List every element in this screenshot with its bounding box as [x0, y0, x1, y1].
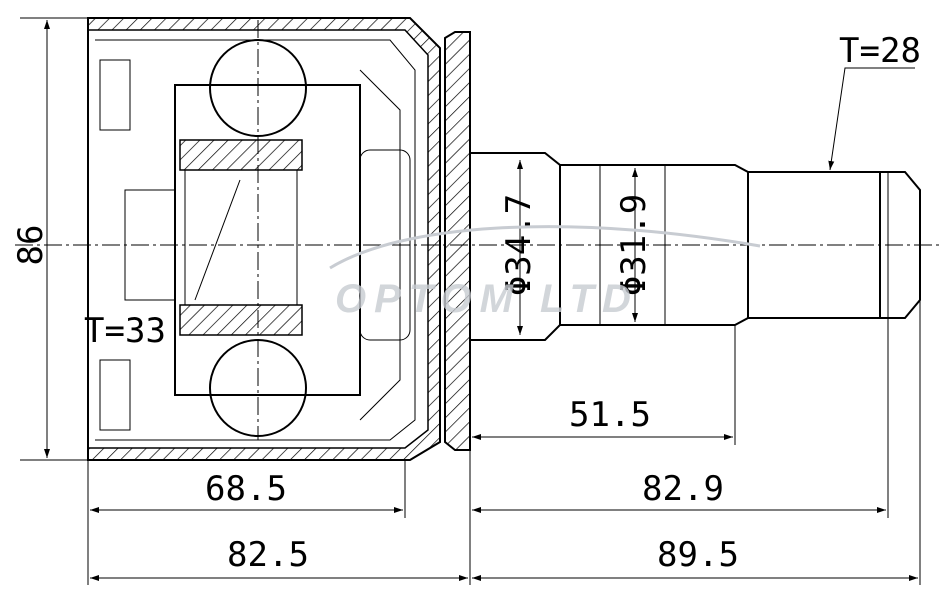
dim-diameter-34-7: Φ34.7	[499, 194, 539, 296]
dim-left-length: 82.5	[227, 535, 309, 575]
watermark-swoosh	[329, 225, 761, 270]
dim-shaft-length: 51.5	[569, 395, 651, 435]
ball-bottom	[209, 339, 307, 437]
spline-teeth-outer: T=28	[839, 31, 921, 71]
dim-stem-length: 82.9	[642, 469, 724, 509]
watermark: OPTOM LTD	[329, 225, 761, 321]
flange	[444, 31, 471, 451]
dim-housing-length: 68.5	[205, 469, 287, 509]
spline-teeth-inner: T=33	[84, 311, 166, 351]
dim-overall-height: 86	[11, 225, 51, 266]
ball-top	[209, 39, 307, 137]
housing	[87, 17, 441, 461]
dim-diameter-31-9: Φ31.9	[614, 194, 654, 296]
dimension-lines	[20, 17, 921, 585]
dim-right-length: 89.5	[657, 535, 739, 575]
watermark-text: OPTOM LTD	[335, 277, 639, 321]
